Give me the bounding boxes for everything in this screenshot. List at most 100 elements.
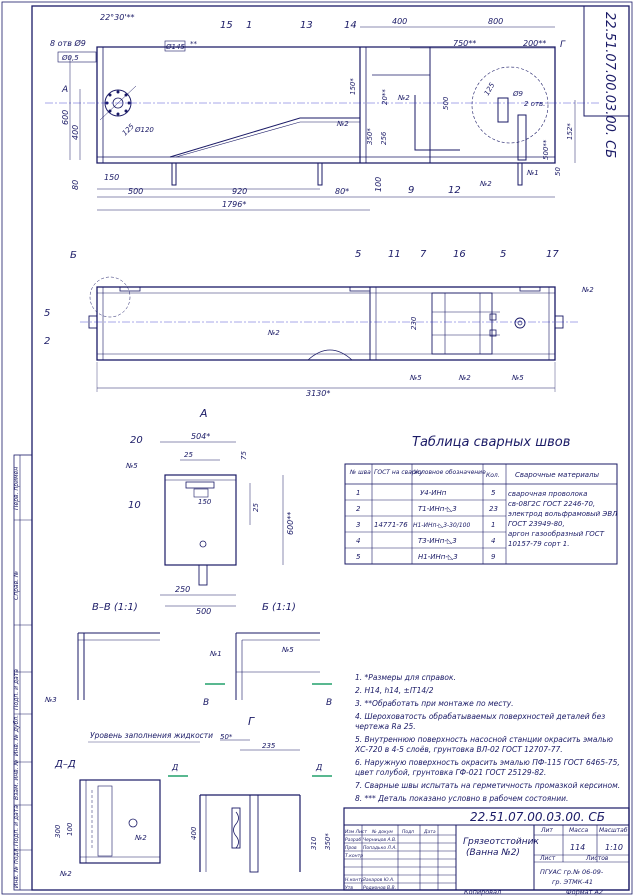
- svg-text:350*: 350*: [366, 128, 374, 145]
- svg-text:№2: №2: [134, 834, 147, 842]
- title-block-code: 22.51.07.00.03.00. СБ: [470, 810, 605, 824]
- svg-text:№ докум: № докум: [371, 829, 393, 835]
- weld-table-title: Таблица сварных швов: [412, 435, 570, 450]
- svg-text:№2: №2: [336, 120, 349, 128]
- svg-text:10: 10: [128, 500, 141, 511]
- svg-text:235: 235: [262, 742, 276, 750]
- svg-text:400: 400: [71, 125, 80, 140]
- svg-text:4: 4: [491, 537, 495, 545]
- svg-text:№1: №1: [209, 650, 222, 658]
- svg-text:50: 50: [554, 167, 562, 176]
- svg-text:Листов: Листов: [585, 855, 609, 862]
- svg-text:150*: 150*: [349, 78, 357, 95]
- svg-text:5: 5: [491, 489, 496, 497]
- svg-text:400: 400: [392, 17, 407, 26]
- svg-text:100: 100: [66, 822, 74, 836]
- svg-text:7: 7: [420, 249, 427, 260]
- svg-text:50*: 50*: [220, 733, 233, 741]
- top-code-box: [583, 5, 630, 117]
- svg-text:№2: №2: [59, 870, 72, 878]
- svg-text:Н1-ИНп-◺3: Н1-ИНп-◺3: [418, 553, 458, 561]
- svg-text:А: А: [199, 407, 208, 420]
- svg-text:цвет голубой, грунтовка ГФ-021: цвет голубой, грунтовка ГФ-021 ГОСТ 2512…: [355, 768, 546, 777]
- svg-text:5: 5: [500, 249, 506, 260]
- strip-label-inv-dubl: Инв. № дубл.: [13, 715, 20, 756]
- svg-text:310: 310: [310, 836, 318, 850]
- svg-text:Н1-ИНп-◺3-30/100: Н1-ИНп-◺3-30/100: [413, 522, 470, 529]
- svg-text:Т1-ИНп-◺3: Т1-ИНп-◺3: [418, 505, 457, 513]
- svg-text:25: 25: [184, 451, 193, 459]
- svg-text:№5: №5: [511, 374, 524, 382]
- svg-text:20**: 20**: [381, 89, 389, 105]
- svg-text:500: 500: [196, 607, 211, 616]
- svg-text:125: 125: [483, 81, 497, 97]
- svg-text:чертежа Ra 25.: чертежа Ra 25.: [355, 722, 416, 731]
- title-block-name-2: (Ванна №2): [466, 848, 520, 858]
- svg-text:920: 920: [232, 187, 247, 196]
- svg-text:125: 125: [121, 122, 136, 137]
- svg-text:электрод вольфрамовый ЭВЛ: электрод вольфрамовый ЭВЛ: [508, 510, 618, 518]
- strip-label-podp1: Подп. и дата: [13, 669, 20, 710]
- svg-text:Т3-ИНп-◺3: Т3-ИНп-◺3: [418, 537, 457, 545]
- svg-text:6. Наружную поверхность окраси: 6. Наружную поверхность окрасить эмалью …: [355, 758, 620, 767]
- svg-text:В: В: [203, 698, 209, 708]
- svg-text:5: 5: [356, 553, 361, 561]
- svg-text:20: 20: [130, 435, 143, 446]
- svg-text:5: 5: [355, 249, 361, 260]
- svg-text:2 отв.: 2 отв.: [524, 100, 545, 108]
- svg-text:Масса: Масса: [569, 827, 588, 834]
- svg-text:ПГУАС гр.№ 06-09-: ПГУАС гр.№ 06-09-: [540, 868, 604, 876]
- strip-label-sprav: Справ. №: [13, 571, 20, 600]
- svg-text:2: 2: [356, 505, 361, 513]
- svg-text:Д: Д: [315, 763, 322, 772]
- svg-text:Ø0,5: Ø0,5: [61, 54, 79, 62]
- svg-text:2. Н14, h14, ±IT14/2: 2. Н14, h14, ±IT14/2: [355, 686, 434, 695]
- svg-text:12: 12: [448, 185, 461, 196]
- view-g: Г 50* 235 400 310 350*: [190, 715, 332, 873]
- svg-text:№2: №2: [267, 329, 280, 337]
- svg-text:800: 800: [488, 17, 503, 26]
- svg-text:7. Сварные швы испытать на гер: 7. Сварные швы испытать на герметичность…: [355, 781, 620, 790]
- svg-text:№ шва: № шва: [349, 469, 371, 476]
- svg-text:Пров: Пров: [345, 845, 357, 851]
- svg-text:Н.контр: Н.контр: [345, 877, 364, 883]
- svg-text:Б (1:1): Б (1:1): [262, 602, 296, 613]
- inner-frame: [31, 5, 630, 891]
- svg-text:200**: 200**: [523, 39, 546, 48]
- svg-text:14: 14: [344, 20, 357, 31]
- sections: В–В (1:1) №3 Б (1:1) №1 №5 В В: [44, 602, 332, 708]
- mid-view-labels: Б 5 11 7 16 5 17 №2 5 2 №2 №5 №2 №5 230 …: [44, 249, 594, 398]
- svg-text:Разраб: Разраб: [345, 837, 361, 843]
- svg-text:150: 150: [104, 173, 119, 182]
- svg-text:Г: Г: [560, 40, 566, 50]
- svg-text:500: 500: [128, 187, 143, 196]
- svg-text:№2: №2: [397, 94, 410, 102]
- svg-text:В–В (1:1): В–В (1:1): [92, 602, 138, 613]
- svg-text:У4-ИНп: У4-ИНп: [420, 489, 447, 497]
- svg-text:23: 23: [489, 505, 498, 513]
- svg-text:Ø9: Ø9: [512, 90, 524, 98]
- side-strip: Перв. примен Справ. № Подп. и дата Инв. …: [13, 454, 33, 891]
- svg-text:Ø120: Ø120: [134, 126, 154, 134]
- svg-text:Ø145: Ø145: [165, 43, 185, 51]
- svg-text:Сварочные материалы: Сварочные материалы: [515, 471, 600, 479]
- svg-text:Родионов В.В.: Родионов В.В.: [363, 885, 396, 891]
- view-dd: Уровень заполнения жидкости Д–Д 300 100 …: [54, 731, 332, 878]
- svg-text:3. **Обработать при монтаже по: 3. **Обработать при монтаже по месту.: [355, 699, 514, 708]
- svg-text:Уровень заполнения жидкости: Уровень заполнения жидкости: [90, 731, 213, 740]
- svg-text:11: 11: [388, 249, 401, 260]
- svg-text:№1: №1: [526, 169, 539, 177]
- title-block: 22.51.07.00.03.00. СБ Грязеотстойник (Ва…: [343, 807, 630, 891]
- svg-text:22°30'**: 22°30'**: [100, 13, 135, 22]
- svg-text:1796*: 1796*: [222, 200, 246, 209]
- svg-text:Захаров Ю.А.: Захаров Ю.А.: [363, 877, 395, 883]
- svg-text:2: 2: [44, 336, 50, 347]
- svg-text:230: 230: [410, 316, 418, 330]
- svg-text:ХС-720 в 4-5 слоёв, грунтовка: ХС-720 в 4-5 слоёв, грунтовка ВЛ-02 ГОСТ…: [354, 745, 563, 754]
- strip-label-inv-podl: Инв. № подл.: [13, 847, 20, 888]
- svg-text:1. *Размеры для справок.: 1. *Размеры для справок.: [355, 673, 456, 682]
- svg-text:Д: Д: [171, 763, 178, 772]
- svg-text:9: 9: [408, 185, 414, 196]
